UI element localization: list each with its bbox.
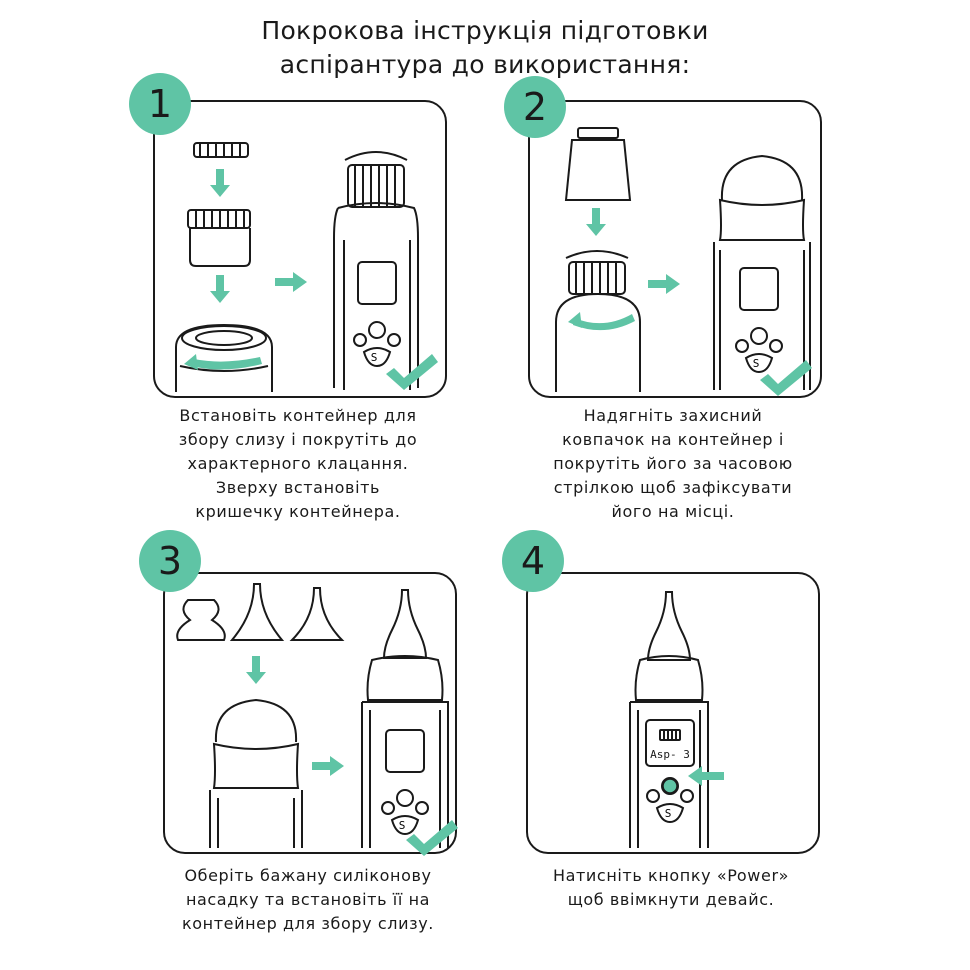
page-title-line-2: аспірантура до використання:: [279, 50, 691, 79]
step-2-caption: Надягніть захисний ковпачок на контейнер…: [505, 404, 841, 524]
step-4-number-badge: 4: [502, 530, 564, 592]
step-4-caption: Натисніть кнопку «Power» щоб ввімкнути д…: [503, 864, 839, 912]
step-1-caption: Встановіть контейнер для збору слизу і п…: [130, 404, 466, 524]
page-title: Покрокова інструкція підготовки аспірант…: [0, 14, 970, 82]
page-title-line-1: Покрокова інструкція підготовки: [261, 16, 709, 45]
step-1-number-badge: 1: [129, 73, 191, 135]
step-2-number-badge: 2: [504, 76, 566, 138]
caption-line: щоб ввімкнути девайс.: [567, 890, 775, 909]
caption-line: Натисніть кнопку «Power»: [552, 866, 790, 885]
caption-line: контейнер для збору слизу.: [182, 914, 434, 933]
caption-line: кришечку контейнера.: [195, 502, 401, 521]
caption-line: стрілкою щоб зафіксувати: [553, 478, 793, 497]
caption-line: Надягніть захисний: [583, 406, 763, 425]
step-2-frame: [528, 100, 822, 398]
caption-line: його на місці.: [611, 502, 735, 521]
caption-line: Оберіть бажану силіконову: [184, 866, 432, 885]
caption-line: ковпачок на контейнер і: [562, 430, 784, 449]
step-3-frame: [163, 572, 457, 854]
caption-line: насадку та встановіть її на: [185, 890, 431, 909]
caption-line: Встановіть контейнер для: [179, 406, 417, 425]
caption-line: характерного клацання.: [187, 454, 409, 473]
step-4-frame: [526, 572, 820, 854]
caption-line: збору слизу і покрутіть до: [178, 430, 418, 449]
step-3-number-badge: 3: [139, 530, 201, 592]
caption-line: Зверху встановіть: [215, 478, 381, 497]
step-3-caption: Оберіть бажану силіконову насадку та вст…: [140, 864, 476, 936]
step-1-frame: [153, 100, 447, 398]
caption-line: покрутіть його за часовою: [553, 454, 793, 473]
